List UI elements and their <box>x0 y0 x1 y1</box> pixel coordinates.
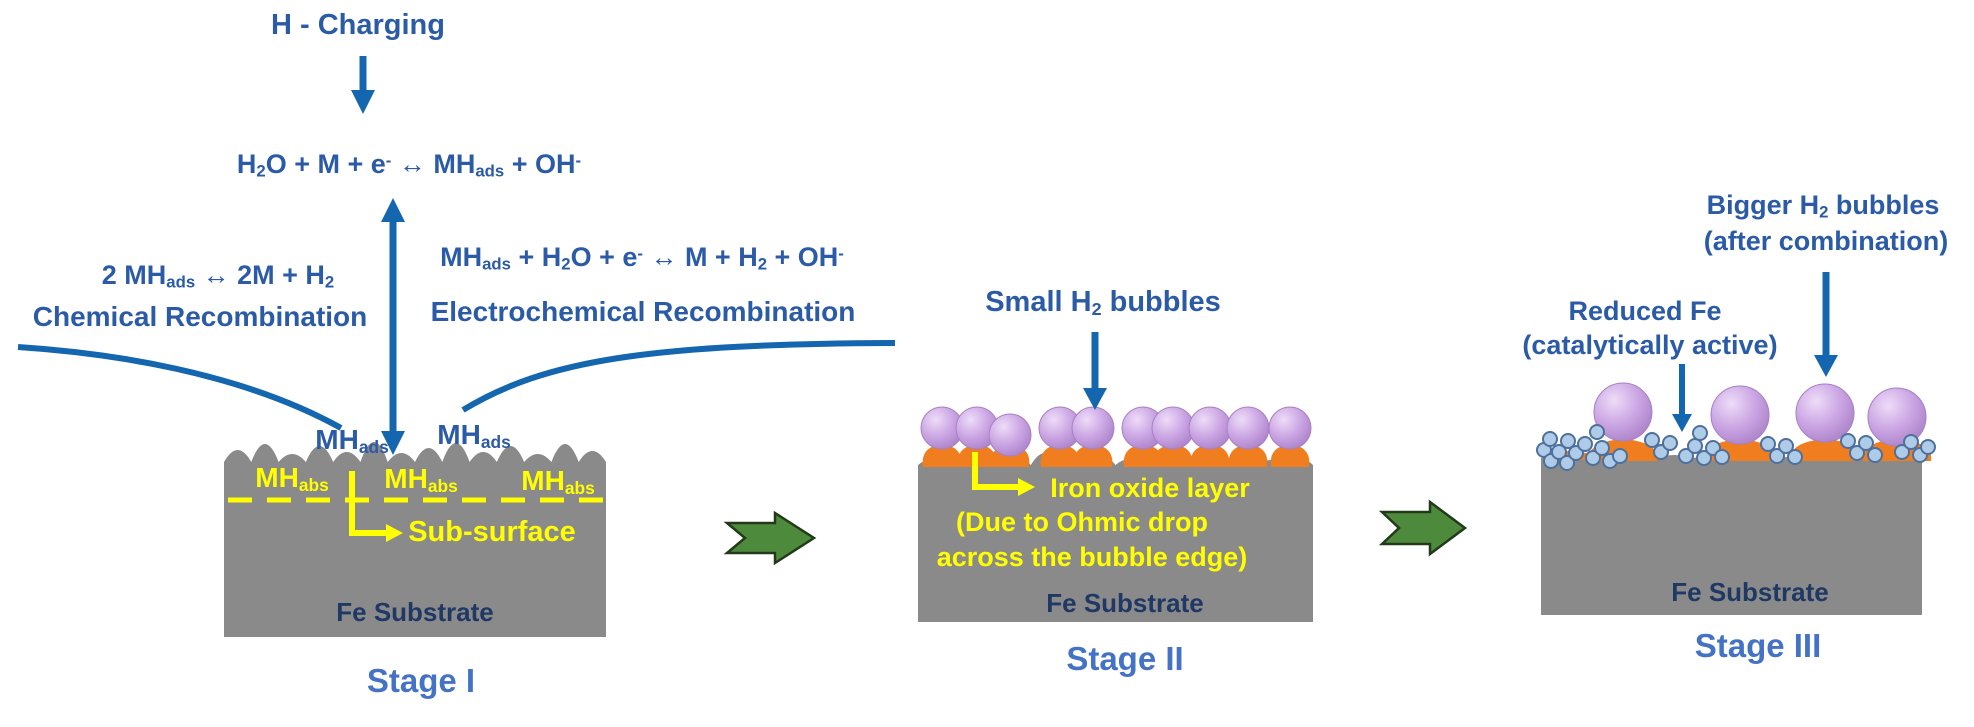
h-charging-arrow-head <box>351 90 375 114</box>
reduced-fe-dot <box>1760 436 1776 452</box>
h-charging-title: H - Charging <box>271 9 445 41</box>
reduced-fe-dot <box>1662 435 1678 451</box>
reduced-fe-label-1: Reduced Fe <box>1568 296 1722 326</box>
reduced-fe-label-2: (catalytically active) <box>1522 330 1778 360</box>
stage2-graphic <box>918 332 1313 622</box>
chemical-recombination-label: Chemical Recombination <box>32 301 368 332</box>
reduced-fe-dot <box>1678 448 1694 464</box>
reduced-fe-dot <box>1696 450 1712 466</box>
reduced-fe-dot <box>1840 433 1856 449</box>
main-equation: H2O + M + e- ↔ MHads + OH- <box>236 149 582 181</box>
reduced-fe-dot <box>1787 449 1803 465</box>
reduced-fe-dot <box>1559 455 1575 471</box>
reduced-fe-dot <box>1692 425 1708 441</box>
h2-bubble-small <box>1151 406 1195 450</box>
h2-bubble-big <box>1795 383 1855 443</box>
reduced-fe-dot <box>1560 433 1576 449</box>
electrochemical-recombination-curve <box>461 340 896 413</box>
chemical-recombination-curve <box>17 344 343 431</box>
electrochemical-recombination-label: Electrochemical Recombination <box>430 296 856 327</box>
stage2-substrate <box>918 453 1313 622</box>
h2-bubble-big <box>1710 385 1770 445</box>
small-bubbles-arrow-head <box>1083 388 1107 410</box>
reduced-fe-dot <box>1867 447 1883 463</box>
oxide-blob <box>1153 444 1193 467</box>
bigger-bubbles-label-1: Bigger H2 bubbles <box>1706 190 1940 222</box>
stage2-substrate-label: Fe Substrate <box>1046 588 1204 618</box>
oxide-blob <box>922 444 962 467</box>
stage2-title: Stage II <box>1066 640 1184 677</box>
adsorption-double-arrow-head <box>381 431 405 455</box>
oxide-blob <box>1073 444 1113 467</box>
iron-oxide-arrow-shaft <box>972 452 1018 490</box>
stage-transition-arrows <box>723 499 1468 566</box>
oxide-blob <box>1123 444 1163 467</box>
reduced-fe-dot <box>1849 445 1865 461</box>
reduced-fe-dot <box>1894 444 1910 460</box>
stage1-to-stage2-arrow <box>723 510 817 566</box>
oxide-blob <box>1228 444 1268 467</box>
stage3-substrate <box>1541 454 1922 615</box>
h2-bubble-small <box>988 413 1032 457</box>
iron-oxide-arrow-head <box>1018 478 1035 496</box>
sub-surface-arrow-shaft <box>349 471 386 536</box>
sub-surface-arrow-head <box>386 524 403 542</box>
h2-bubble-small <box>1226 406 1270 450</box>
bigger-bubbles-label-2: (after combination) <box>1703 226 1949 256</box>
oxide-blob <box>1190 444 1230 467</box>
mh-abs-label-3: MHabs <box>521 465 595 498</box>
mh-abs-label-2: MHabs <box>384 463 458 496</box>
small-bubbles-label: Small H2 bubbles <box>985 286 1221 319</box>
reduced-fe-dot <box>1920 439 1936 455</box>
reduced-fe-dot <box>1577 436 1593 452</box>
iron-oxide-note-1: (Due to Ohmic drop <box>956 507 1208 537</box>
h2-bubble-small <box>1188 406 1232 450</box>
oxide-blob <box>1040 444 1080 467</box>
stage1-graphic <box>224 442 606 637</box>
reduced-fe-dot <box>1858 435 1874 451</box>
reaction-scheme <box>17 56 896 455</box>
adsorption-double-arrow-head-up <box>381 198 405 222</box>
reduced-fe-arrow-head <box>1672 414 1692 432</box>
stage1-substrate-label: Fe Substrate <box>336 597 494 627</box>
reduced-fe-dot <box>1585 450 1601 466</box>
bigger-bubbles-arrow-head <box>1814 355 1838 377</box>
stage3-title: Stage III <box>1694 627 1822 664</box>
stage3-graphic <box>1536 272 1936 615</box>
mh-abs-label-1: MHabs <box>255 462 329 495</box>
reduced-fe-dot <box>1687 438 1703 454</box>
reduced-fe-dot <box>1542 431 1558 447</box>
mh-ads-label-2: MHads <box>437 419 511 452</box>
chemical-recombination-equation: 2 MHads ↔ 2M + H2 <box>101 260 335 292</box>
reduced-fe-dot <box>1769 448 1785 464</box>
stage2-to-stage3-arrow <box>1378 499 1468 557</box>
reduced-fe-dot <box>1903 434 1919 450</box>
reduced-fe-dot <box>1714 449 1730 465</box>
h2-bubble-big <box>1593 382 1653 442</box>
oxide-blob <box>1270 444 1310 467</box>
sub-surface-label: Sub-surface <box>408 516 576 548</box>
stage1-substrate <box>224 442 606 637</box>
iron-oxide-label: Iron oxide layer <box>1050 473 1250 503</box>
stage1-title: Stage I <box>366 662 476 699</box>
reduced-fe-dot <box>1644 432 1660 448</box>
electrochemical-recombination-equation: MHads + H2O + e- ↔ M + H2 + OH- <box>440 242 844 274</box>
h2-bubble-small <box>1268 406 1312 450</box>
h2-bubble-small <box>1071 406 1115 450</box>
reduced-fe-dot <box>1778 438 1794 454</box>
mh-ads-label-1: MHads <box>315 424 389 457</box>
stage3-substrate-label: Fe Substrate <box>1671 577 1829 607</box>
reduced-fe-dot <box>1594 440 1610 456</box>
reduced-fe-dot <box>1612 448 1628 464</box>
reduced-fe-dot <box>1589 424 1605 440</box>
iron-oxide-note-2: across the bubble edge) <box>936 542 1248 572</box>
reduced-fe-dot <box>1551 444 1567 460</box>
